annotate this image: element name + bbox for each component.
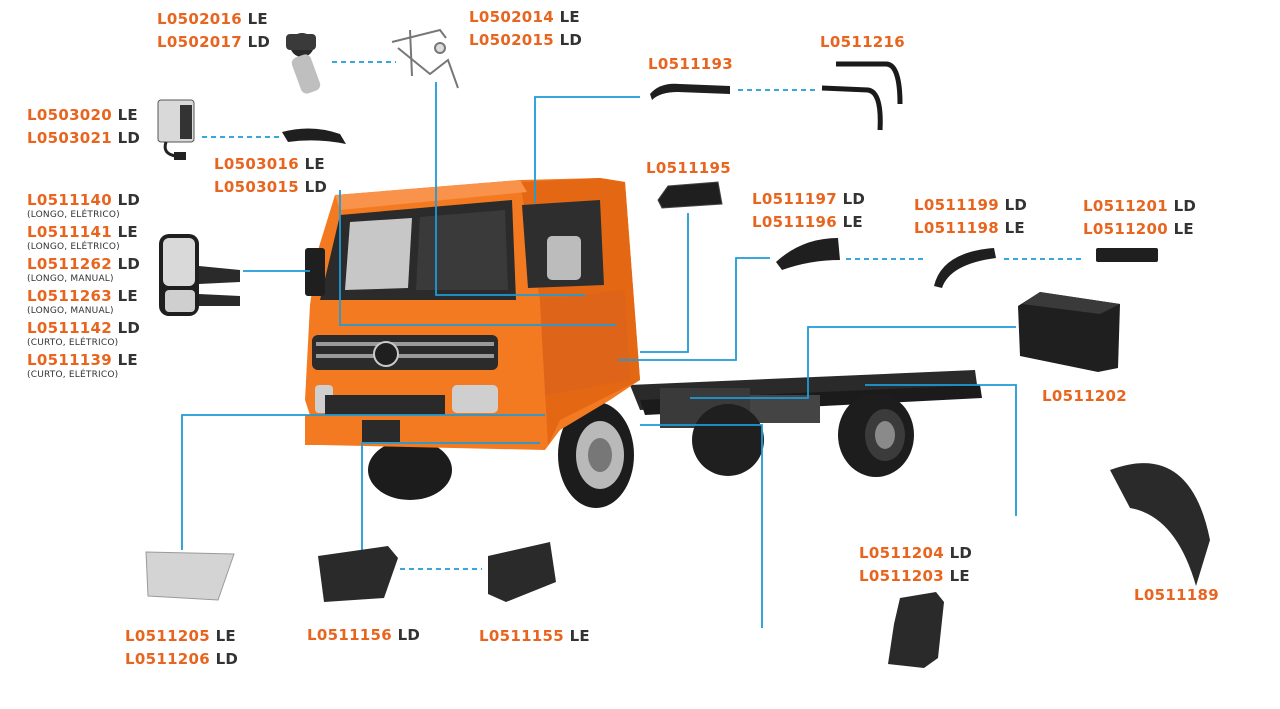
label-door-lock: L0503020 LE L0503021 LD	[27, 106, 141, 147]
label-gutter-long: L0511216	[820, 33, 906, 51]
label-gutter-short: L0511193	[648, 55, 734, 73]
label-window-regulator: L0502014 LE L0502015 LD	[469, 8, 583, 49]
part-trim-c	[1096, 248, 1158, 262]
part-step-le	[488, 542, 556, 602]
label-step-ld: L0511156 LD	[307, 626, 421, 644]
label-grab-handle: L0511195	[646, 159, 732, 177]
label-step-le: L0511155 LE	[479, 627, 590, 645]
part-step-ld	[318, 546, 398, 602]
headlight-right	[452, 385, 498, 413]
part-door-handle	[282, 128, 346, 144]
label-trim-a: L0511197 LD L0511196 LE	[752, 190, 866, 231]
part-mudflap	[888, 592, 944, 668]
label-window-motor: L0502016 LE L0502017 LD	[157, 10, 271, 51]
truck	[305, 178, 982, 508]
label-fuel-tank: L0511202	[1042, 387, 1128, 405]
part-mirror	[159, 234, 240, 316]
label-step-plate: L0511205 LE L0511206 LD	[125, 627, 239, 668]
part-window-regulator	[391, 28, 459, 89]
label-trim-b: L0511199 LD L0511198 LE	[914, 196, 1028, 237]
part-trim-b	[934, 248, 996, 288]
part-fuel-tank	[1018, 292, 1120, 372]
part-gutter-long	[821, 61, 903, 131]
part-step-plate	[145, 551, 235, 601]
part-gutter-short	[650, 83, 730, 100]
bumper	[305, 415, 525, 445]
grille	[312, 335, 498, 370]
label-mudflap: L0511204 LD L0511203 LE	[859, 544, 973, 585]
part-fender	[1110, 463, 1210, 586]
part-grab-handle	[657, 181, 723, 209]
part-trim-a	[776, 238, 840, 270]
connector-lines	[181, 82, 1017, 628]
label-trim-c: L0511201 LD L0511200 LE	[1083, 197, 1197, 238]
label-mirrors: L0511140 LD(LONGO, ELÉTRICO) L0511141 LE…	[27, 191, 141, 380]
part-door-lock	[157, 99, 195, 160]
label-door-handle: L0503016 LE L0503015 LD	[214, 155, 328, 196]
dashed-links	[202, 61, 1082, 570]
label-fender: L0511189	[1134, 586, 1220, 604]
part-window-motor	[286, 33, 321, 94]
